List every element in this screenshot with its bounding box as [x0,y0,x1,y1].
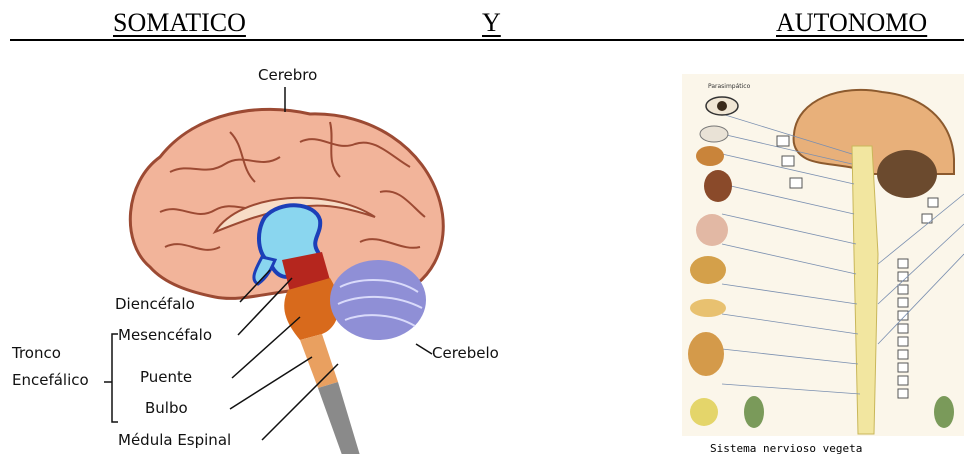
ans-gland [700,126,728,142]
ans-cerebellum [877,150,937,198]
ans-intestine [688,332,724,376]
ans-bladder [690,398,718,426]
ans-heart [704,170,732,202]
ans-organ-right [934,396,954,428]
label-cerebelo: Cerebelo [432,344,499,362]
brain-diagram: Cerebro Diencéfalo Mesencéfalo Tronco En… [0,52,540,454]
heading-y: Y [482,8,501,38]
ans-organ-lower [744,396,764,428]
page-heading: SOMATICO Y AUTONOMO [0,8,964,42]
label-mesencefalo: Mesencéfalo [118,326,212,344]
ans-lungs [696,214,728,246]
label-tronco-line1: Tronco [11,344,61,362]
label-bulbo: Bulbo [145,399,188,417]
ans-header-text: Parasimpático [708,83,751,90]
heading-autonomo: AUTONOMO [776,8,927,38]
heading-somatico: SOMATICO [113,8,246,38]
label-medula: Médula Espinal [118,431,231,449]
ans-diagram: Parasimpático [682,74,964,454]
ans-pancreas [690,299,726,317]
ans-liver [696,146,724,166]
cerebellum [330,260,426,340]
ans-stomach [690,256,726,284]
heading-rule [10,39,964,41]
label-puente: Puente [140,368,192,386]
label-tronco-line2: Encefálico [12,371,89,389]
label-diencefalo: Diencéfalo [115,295,195,313]
spinal-cord [318,382,362,454]
label-cerebro: Cerebro [258,66,317,84]
ans-caption: Sistema nervioso vegeta [710,442,862,454]
